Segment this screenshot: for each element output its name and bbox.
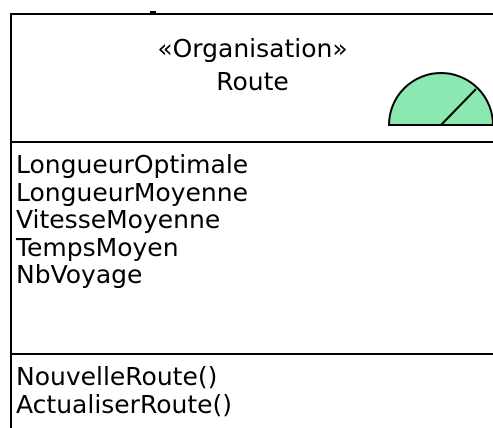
class-header: «Organisation» Route: [12, 15, 493, 143]
uml-class-box[interactable]: «Organisation» Route LongueurOptimale Lo…: [10, 13, 493, 428]
attribute-item: LongueurOptimale: [16, 150, 249, 179]
top-tick-mark: [150, 11, 156, 13]
attribute-item: TempsMoyen: [16, 232, 179, 262]
semicircle-shape: [387, 72, 493, 126]
operation-item: NouvelleRoute(): [16, 362, 218, 391]
attribute-item: LongueurMoyenne: [16, 177, 248, 207]
semicircle-radius-line: [440, 88, 477, 126]
class-name: Route: [216, 67, 289, 96]
attributes-compartment: LongueurOptimale LongueurMoyenne Vitesse…: [12, 143, 493, 355]
class-stereotype: «Organisation»: [157, 34, 348, 63]
attribute-item: NbVoyage: [16, 260, 143, 289]
operation-item: ActualiserRoute(): [16, 389, 233, 419]
organisation-semicircle-icon: [387, 72, 493, 126]
attribute-item: VitesseMoyenne: [16, 205, 221, 234]
operations-compartment: NouvelleRoute() ActualiserRoute(): [12, 355, 493, 418]
